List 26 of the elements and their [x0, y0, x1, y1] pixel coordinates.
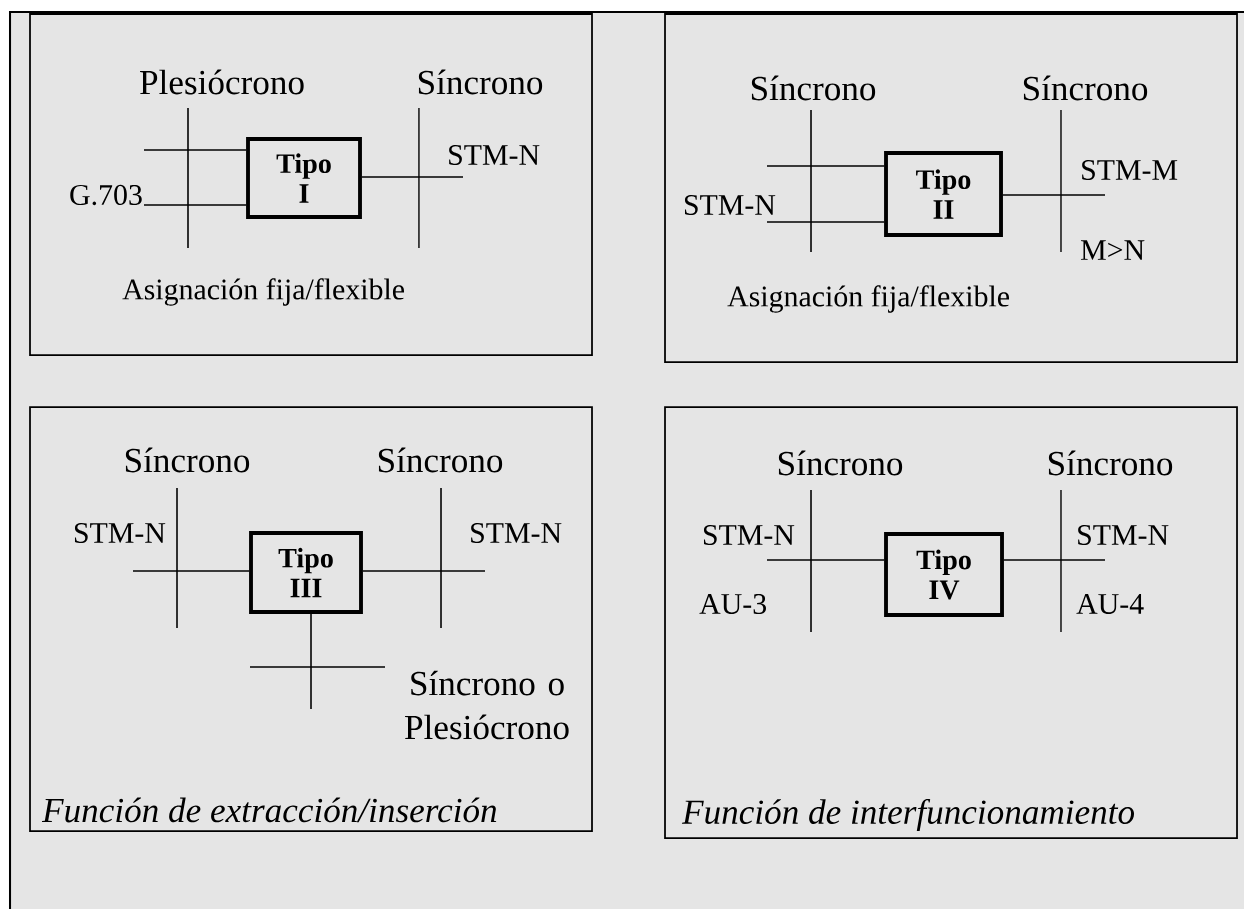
- connector-line: [187, 204, 247, 206]
- signal-label: STM-N: [449, 144, 540, 166]
- signal-label: AU-4: [1076, 594, 1144, 615]
- signal-label: STM-N: [703, 524, 795, 546]
- signal-label: STM-N: [74, 522, 166, 544]
- connector-line: [1003, 559, 1062, 561]
- signal-label: STM-N: [471, 522, 562, 544]
- connector-line: [810, 221, 885, 223]
- connector-line: [187, 149, 247, 151]
- type-box: Tipo III: [249, 531, 363, 614]
- signal-label: G.703: [70, 184, 142, 206]
- connector-line: [810, 165, 885, 167]
- signal-label: STM-M: [1082, 159, 1178, 181]
- connector-line: [176, 570, 250, 572]
- connector-line: [310, 613, 312, 668]
- connector-line: [362, 570, 442, 572]
- interface-bar: Síncrono o Plesiócrono: [250, 666, 569, 740]
- signal-label: STM-N: [1078, 524, 1169, 546]
- connector-line: [361, 176, 420, 178]
- signal-label: M>N: [1081, 240, 1145, 260]
- connector-line: [1002, 194, 1062, 196]
- type-box: Tipo II: [884, 151, 1003, 237]
- signal-label: STM-N: [684, 194, 776, 216]
- type-box: Tipo I: [246, 137, 362, 219]
- connector-line: [810, 559, 885, 561]
- type-box: Tipo IV: [884, 532, 1004, 617]
